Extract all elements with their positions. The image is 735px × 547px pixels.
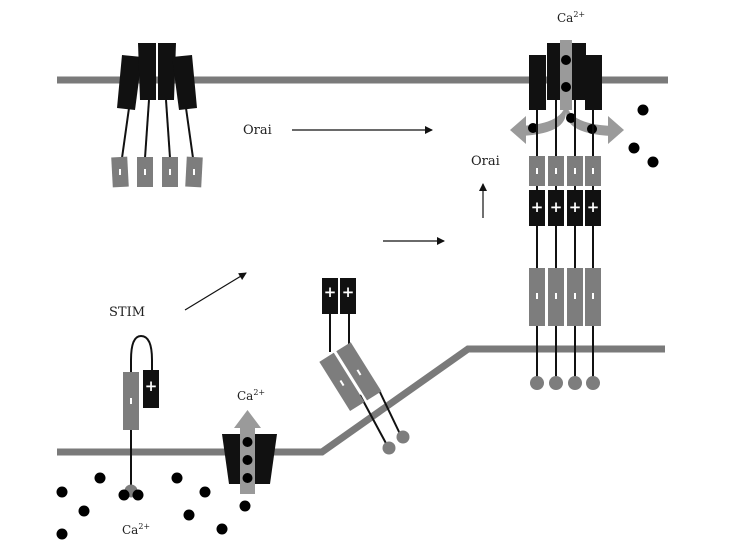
orai-closed-channel [111,43,203,188]
calcium-label-er-lumen: Ca2+ [122,522,151,537]
plus-sign: + [586,198,600,216]
plus-sign: + [549,198,563,216]
stim-translocating [319,278,410,455]
orai-label-closed: Orai [243,123,272,138]
serca-pump [222,410,277,494]
orai-open-channel [529,43,602,110]
calcium-label-serca: Ca2+ [237,388,266,403]
stim-label: STIM [109,305,146,320]
stim-resting [123,334,159,498]
er-membrane [57,345,665,456]
stim-orai-complex [529,100,601,390]
plus-sign: + [144,377,158,395]
calcium-label-extracellular: Ca2+ [557,10,586,25]
plus-sign: + [341,283,355,301]
process-arrows [184,126,487,311]
plus-sign: + [568,198,582,216]
calcium-ions-cytosol-right [628,104,659,168]
plus-sign: + [323,283,337,301]
calcium-ions-er-lumen [56,472,251,540]
plus-sign: + [530,198,544,216]
orai-label-open: Orai [471,154,500,169]
